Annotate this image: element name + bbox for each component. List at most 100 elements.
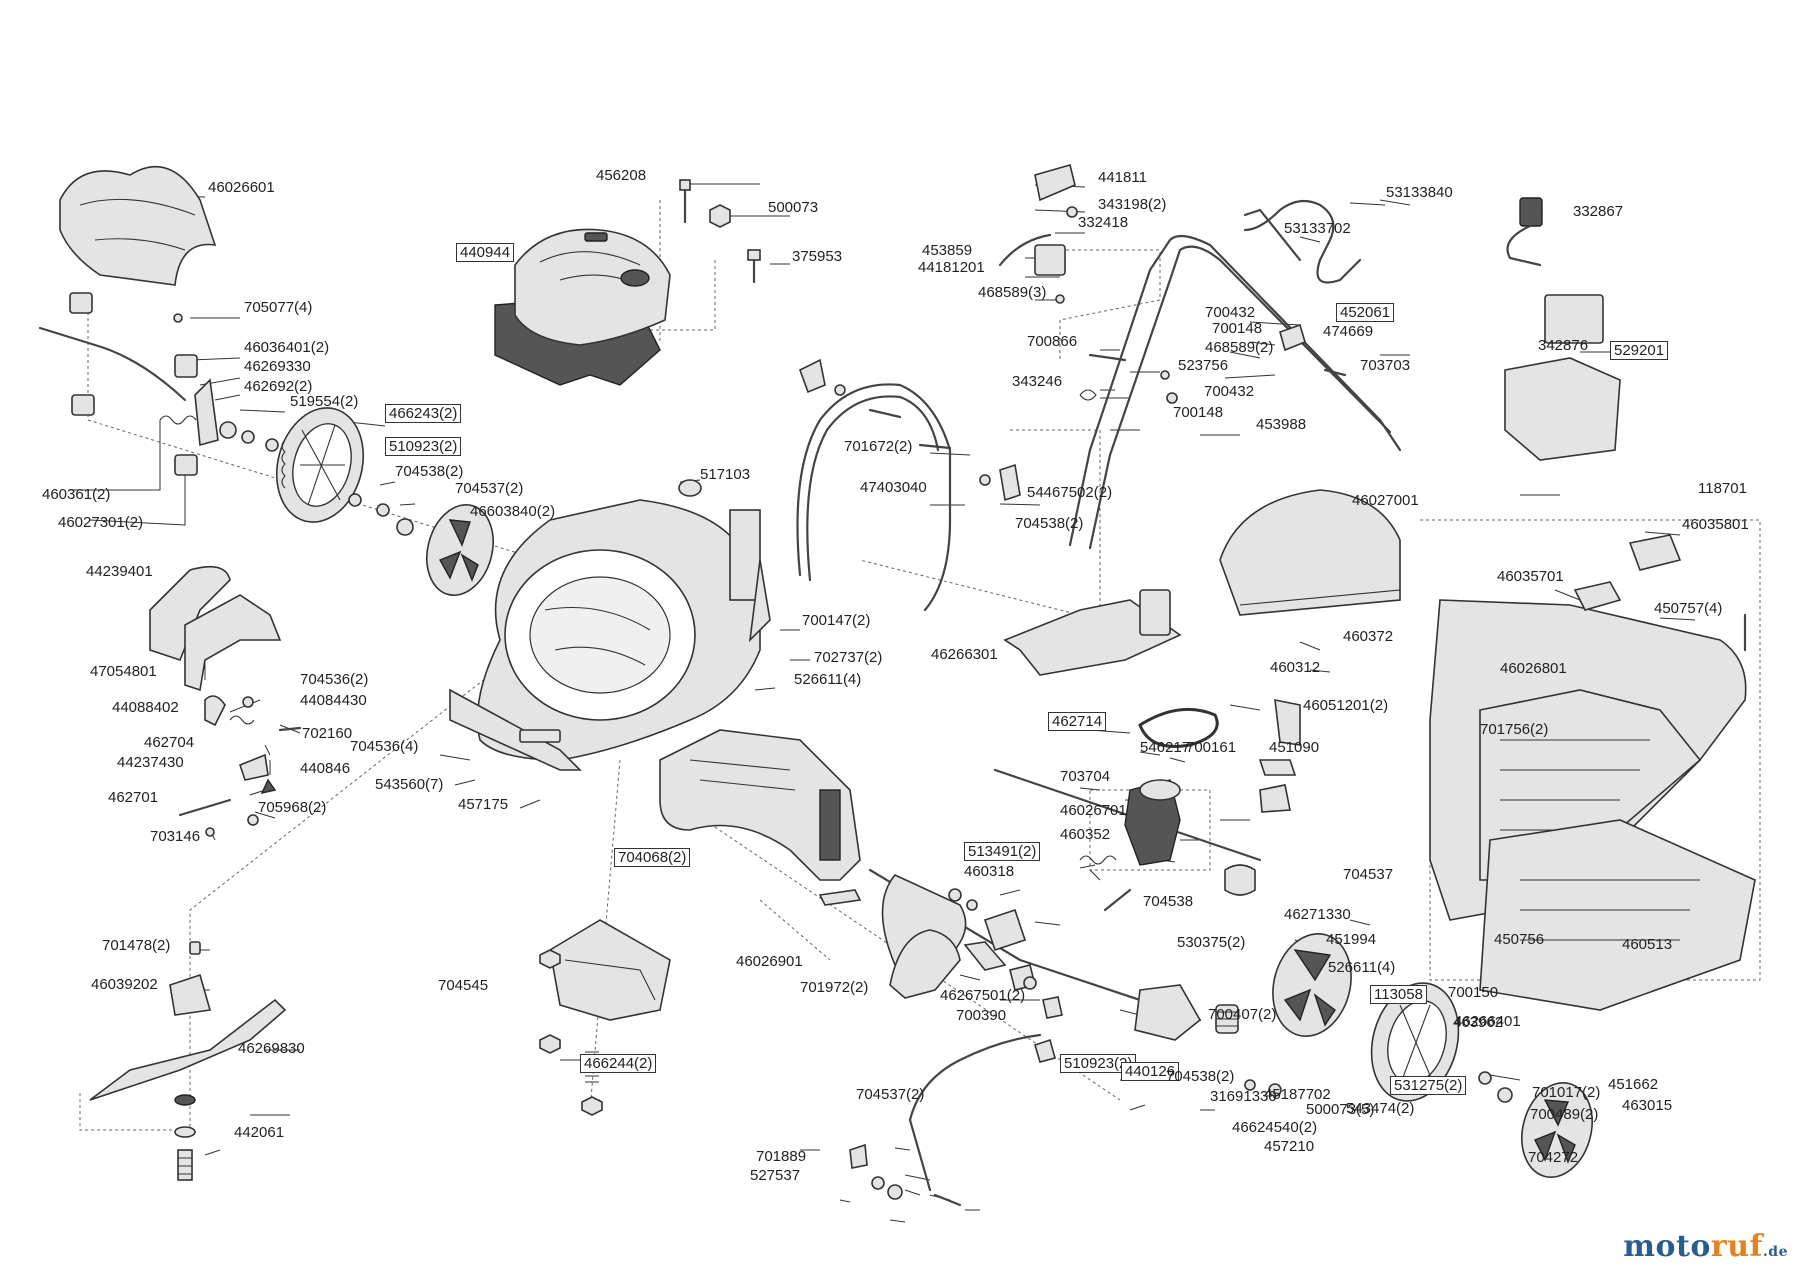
- part-label: 440944: [456, 243, 515, 262]
- part-label: 466243(2): [385, 404, 462, 423]
- part-label: 462701: [108, 789, 159, 806]
- part-label: 543474(2): [1346, 1100, 1415, 1117]
- part-label: 46026801: [1500, 660, 1567, 677]
- part-label: 500073(5): [1306, 1101, 1375, 1118]
- part-label: 46266401: [1454, 1013, 1521, 1030]
- part-label: 375953: [792, 248, 843, 265]
- part-label: 46035701: [1497, 568, 1564, 585]
- part-label: 519554(2): [290, 393, 359, 410]
- height-adjust-mechanism: [178, 695, 302, 837]
- part-label: 460372: [1343, 628, 1394, 645]
- part-label: 700432: [1204, 383, 1255, 400]
- part-label: 332418: [1078, 214, 1129, 231]
- part-label: 700432: [1205, 304, 1256, 321]
- part-label: 462704: [144, 734, 195, 751]
- part-label: 46271330: [1284, 906, 1351, 923]
- part-label: 46026601: [208, 179, 275, 196]
- part-label: 46027301(2): [58, 514, 144, 531]
- gearbox: [993, 698, 1301, 912]
- rear-flap: [659, 729, 861, 881]
- part-label: 457175: [458, 796, 509, 813]
- part-label: 510923(2): [1060, 1054, 1137, 1073]
- part-label: 700148: [1212, 320, 1263, 337]
- part-label: 513491(2): [964, 842, 1041, 861]
- part-label: 45187702: [1264, 1086, 1331, 1103]
- blade-assembly: [89, 941, 603, 1181]
- part-label: 46035801: [1682, 516, 1749, 533]
- part-label: 530375(2): [1177, 934, 1246, 951]
- grass-catcher: [1219, 489, 1756, 1011]
- watermark-part2: ruf: [1710, 1229, 1763, 1264]
- part-label: 332867: [1573, 203, 1624, 220]
- part-label: 46267501(2): [940, 987, 1026, 1004]
- part-label: 704538: [1143, 893, 1194, 910]
- part-label: 46269830: [238, 1040, 305, 1057]
- part-label: 474669: [1323, 323, 1374, 340]
- part-label: 46624540(2): [1232, 1119, 1318, 1136]
- mower-deck: [449, 499, 771, 771]
- part-label: 704536(2): [300, 671, 369, 688]
- part-label: 343198(2): [1098, 196, 1167, 213]
- part-label: 463962: [1453, 1014, 1504, 1031]
- part-label: 450757(4): [1654, 600, 1723, 617]
- part-label: 46036401(2): [244, 339, 330, 356]
- part-label: 703704: [1060, 768, 1111, 785]
- part-label: 46027001: [1352, 492, 1419, 509]
- part-label: 510923(2): [385, 437, 462, 456]
- part-label: 526611(4): [794, 671, 862, 688]
- engine-bolts: [678, 179, 761, 497]
- part-label: 46039202: [91, 976, 158, 993]
- part-label: 456208: [596, 167, 647, 184]
- part-label: 527537: [750, 1167, 801, 1184]
- part-label: 531275(2): [1390, 1076, 1467, 1095]
- part-label: 440846: [300, 760, 351, 777]
- watermark-tld: .de: [1762, 1244, 1788, 1260]
- part-label: 468589(3): [978, 284, 1047, 301]
- part-label: 701972(2): [800, 979, 869, 996]
- catcher-lid: [59, 165, 217, 286]
- part-label: 451090: [1269, 739, 1320, 756]
- part-label: 700407(2): [1208, 1006, 1277, 1023]
- part-label: 47403040: [860, 479, 927, 496]
- lower-handle: [796, 358, 1021, 612]
- part-label: 703703: [1360, 357, 1411, 374]
- watermark-logo: motoruf.de: [1623, 1229, 1788, 1264]
- part-label: 704538(2): [1166, 1068, 1235, 1085]
- part-label: 704545: [438, 977, 489, 994]
- part-label: 703146: [150, 828, 201, 845]
- part-label: 46266301: [931, 646, 998, 663]
- mulch-insert: [539, 919, 671, 1054]
- part-label: 517103: [700, 466, 751, 483]
- drive-belt: [1138, 707, 1219, 748]
- part-label: 462714: [1048, 712, 1107, 731]
- part-label: 450756: [1494, 931, 1545, 948]
- mulch-cover: [1003, 589, 1182, 676]
- part-label: 702160: [302, 725, 353, 742]
- part-label: 46051201(2): [1303, 697, 1389, 714]
- part-label: 53133840: [1386, 184, 1453, 201]
- part-label: 700866: [1027, 333, 1078, 350]
- part-label: 44237430: [117, 754, 184, 771]
- part-label: 700489(2): [1530, 1106, 1599, 1123]
- part-label: 31691330: [1210, 1088, 1277, 1105]
- part-label: 701672(2): [844, 438, 913, 455]
- part-label: 46026701: [1060, 802, 1127, 819]
- part-label: 701017(2): [1532, 1084, 1601, 1101]
- part-label: 441811: [1098, 169, 1147, 186]
- part-label: 460361(2): [42, 486, 111, 503]
- part-label: 705077(4): [244, 299, 313, 316]
- mulch-plug-left: [149, 565, 282, 692]
- part-label: 468589(2): [1205, 339, 1274, 356]
- throttle-cable: [998, 164, 1347, 404]
- part-label: 700161: [1186, 739, 1237, 756]
- part-label: 343246: [1012, 373, 1063, 390]
- part-label: 442061: [234, 1124, 285, 1141]
- part-label: 457210: [1264, 1138, 1315, 1155]
- part-label: 113058: [1370, 985, 1427, 1004]
- washers-mid: [818, 888, 978, 911]
- part-label: 451994: [1326, 931, 1377, 948]
- part-label: 500073: [768, 199, 819, 216]
- part-label: 704538(2): [395, 463, 464, 480]
- part-label: 44084430: [300, 692, 367, 709]
- part-label: 466244(2): [580, 1054, 657, 1073]
